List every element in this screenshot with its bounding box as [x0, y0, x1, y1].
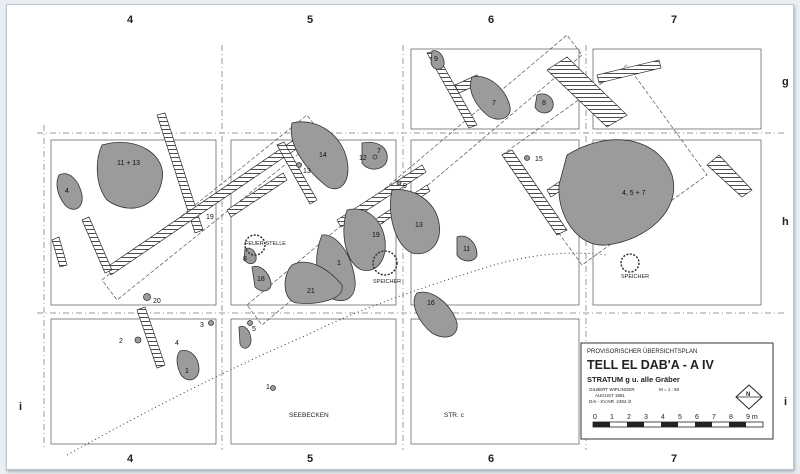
grid-row-i-left: i [19, 401, 22, 413]
legend: PROVISORISCHER ÜBERSICHTSPLAN TELL EL DA… [580, 342, 774, 440]
scale-tick: 4 [661, 414, 665, 421]
scale-bar: 0 1 2 3 4 5 6 7 8 9 m [592, 414, 764, 428]
grid-col-bottom-7: 7 [671, 453, 677, 465]
legend-subtitle: PROVISORISCHER ÜBERSICHTSPLAN [587, 348, 697, 355]
scale-tick: 0 [593, 414, 597, 421]
legend-author: GILBERT WIPLINGER [589, 387, 635, 392]
storage-structures [244, 234, 640, 276]
scale-tick: 6 [695, 414, 699, 421]
feature-label: 7 [377, 148, 381, 155]
feature-label: 4, 5 + 7 [622, 190, 646, 197]
feature-label: 7 [492, 100, 496, 107]
annotations: FEUER-STELLE SPEICHER SPEICHER SEEBECKEN… [245, 241, 649, 419]
feature-label: 9 [403, 183, 407, 190]
annotation-speicher-1: SPEICHER [373, 279, 401, 285]
feature-label: 4 [175, 340, 179, 347]
grid-col-top-6: 6 [488, 14, 494, 26]
feature-labels: 11 + 13 4 14 12 7 9 7 8 15 4, 5 + 7 13 1… [65, 56, 646, 391]
scale-tick: 5 [678, 414, 682, 421]
feature-label: 11 + 13 [117, 160, 140, 167]
grid-lines [37, 45, 785, 450]
grid-col-top-7: 7 [671, 14, 677, 26]
scale-tick: 3 [644, 414, 648, 421]
grid-row-i-right: i [784, 396, 787, 408]
north-label: N [746, 392, 750, 398]
feature-label: 19 [372, 232, 380, 239]
grid-row-g: g [782, 76, 789, 88]
grid-row-h: h [782, 216, 789, 228]
annotation-feuerstelle: FEUER-STELLE [245, 241, 286, 247]
feature-label: 16 [427, 300, 435, 307]
annotation-speicher-2: SPEICHER [621, 274, 649, 280]
feature-label: 1 [337, 260, 341, 267]
feature-label: 20 [153, 298, 161, 305]
legend-title: TELL EL DAB'A - A IV [587, 358, 714, 372]
feature-label: 13 [415, 222, 423, 229]
site-plan-frame: 4 5 6 7 4 5 6 7 g h i i [6, 4, 794, 470]
features [56, 50, 674, 391]
grid-col-bottom-6: 6 [488, 453, 494, 465]
feature-label: 15 [535, 156, 543, 163]
feature-label: 9 [434, 56, 438, 63]
scale-tick: 2 [627, 414, 631, 421]
legend-ref: DAI - KV.NR. 2484 /2 [589, 399, 632, 404]
feature-label: 5 [252, 326, 256, 333]
feature-label: 13 [303, 168, 311, 175]
feature-label: 8 [243, 256, 247, 263]
feature-label: 1 [185, 368, 189, 375]
north-arrow-icon: N [735, 384, 763, 410]
feature-label: 2 [119, 338, 123, 345]
grid-col-bottom-5: 5 [307, 453, 313, 465]
scale-tick: 7 [712, 414, 716, 421]
legend-scale-ratio: M = 1 : 50 [659, 387, 680, 392]
site-plan: 4 5 6 7 4 5 6 7 g h i i [19, 14, 789, 465]
annotation-seebecken: SEEBECKEN [289, 412, 329, 419]
feature-label: 11 [463, 246, 470, 253]
feature-label: 21 [307, 288, 315, 295]
grid-col-top-4: 4 [127, 14, 134, 26]
walls [51, 50, 753, 369]
feature-label: 14 [319, 152, 327, 159]
feature-label: 19 [206, 214, 214, 221]
feature-label: 1 [266, 384, 270, 391]
feature-label: 12 [359, 155, 367, 162]
annotation-str-c: STR. c [444, 412, 465, 419]
legend-date: AUGUST 1981 [595, 393, 625, 398]
grid-col-top-5: 5 [307, 14, 313, 26]
feature-label: 3 [200, 322, 204, 329]
feature-label: 18 [257, 276, 265, 283]
scale-tick: 8 [729, 414, 733, 421]
feature-label: 8 [542, 100, 546, 107]
grid-col-bottom-4: 4 [127, 453, 134, 465]
scale-tick: 9 m [746, 414, 758, 421]
scale-tick: 1 [610, 414, 614, 421]
feature-label: 4 [65, 188, 69, 195]
legend-stratum: STRATUM g u. alle Gräber [587, 375, 680, 384]
